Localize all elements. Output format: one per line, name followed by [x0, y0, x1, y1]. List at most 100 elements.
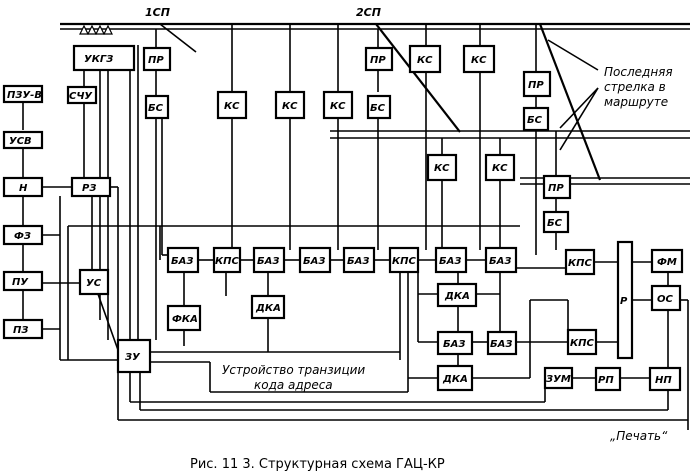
annotation-print: „Печать“	[610, 429, 668, 443]
block-fm: ФМ	[650, 248, 684, 274]
svg-text:ПР: ПР	[148, 55, 164, 66]
svg-text:БАЗ: БАЗ	[171, 256, 193, 267]
block-fka: ФКА	[166, 304, 202, 332]
switch-1sp	[159, 23, 197, 53]
svg-text:ДКА: ДКА	[442, 374, 468, 385]
svg-text:КПС: КПС	[570, 338, 595, 349]
svg-text:КС: КС	[330, 101, 346, 112]
block-r: Р	[616, 240, 634, 360]
annotation-last-switch-2: стрелка в	[604, 80, 666, 94]
svg-text:БАЗ: БАЗ	[490, 339, 512, 350]
block-baz-5: БАЗ	[434, 246, 468, 274]
block-ukgz: УКГЗ	[72, 44, 136, 72]
block-pu: ПУ	[2, 270, 44, 292]
block-pr-1: ПР	[142, 46, 172, 72]
svg-text:БС: БС	[527, 115, 543, 126]
svg-text:БАЗ: БАЗ	[489, 256, 511, 267]
svg-text:СЧУ: СЧУ	[69, 91, 93, 102]
branch-diagonal-1	[375, 23, 461, 133]
figure-caption: Рис. 11 3. Структурная схема ГАЦ-КР	[190, 457, 445, 472]
block-kps-2: КПС	[388, 246, 420, 274]
block-dka-1: ДКА	[250, 294, 286, 320]
block-rp: РП	[594, 366, 622, 392]
svg-text:ОС: ОС	[657, 294, 674, 305]
svg-text:КС: КС	[417, 55, 433, 66]
svg-text:ПЗ: ПЗ	[13, 325, 28, 336]
block-sch: СЧУ	[66, 85, 98, 105]
svg-text:КС: КС	[282, 101, 298, 112]
block-bs-1: БС	[144, 94, 170, 120]
svg-text:Р: Р	[620, 296, 628, 307]
block-ks-5: КС	[462, 44, 496, 74]
svg-text:БАЗ: БАЗ	[257, 256, 279, 267]
svg-text:ДКА: ДКА	[444, 291, 470, 302]
block-pz: ПЗ	[2, 318, 44, 340]
svg-text:ПР: ПР	[370, 55, 386, 66]
block-kps-3: КПС	[564, 248, 596, 276]
block-kps-1: КПС	[212, 246, 242, 274]
block-bs-3: БС	[522, 106, 550, 132]
block-baz-6: БАЗ	[484, 246, 518, 274]
annotation-transit-device-2: кода адреса	[254, 378, 333, 392]
block-rz: РЗ	[70, 176, 112, 198]
annotation-last-switch-1: Последняя	[604, 65, 673, 79]
svg-text:ПУ: ПУ	[12, 277, 29, 288]
svg-text:ПЗУ-В: ПЗУ-В	[7, 90, 42, 101]
svg-text:РЗ: РЗ	[82, 183, 96, 194]
svg-text:ПР: ПР	[548, 183, 564, 194]
svg-text:БС: БС	[148, 103, 164, 114]
svg-text:ФЗ: ФЗ	[14, 231, 31, 242]
svg-text:ДКА: ДКА	[255, 303, 281, 314]
svg-text:ЗУ: ЗУ	[125, 352, 141, 363]
svg-text:БАЗ: БАЗ	[303, 256, 325, 267]
svg-text:НП: НП	[655, 375, 672, 386]
block-bs-4: БС	[542, 210, 570, 234]
svg-text:БАЗ: БАЗ	[347, 256, 369, 267]
block-dka-3: ДКА	[436, 364, 474, 392]
block-zu: ЗУ	[116, 338, 152, 374]
block-bs-2: БС	[366, 94, 392, 120]
track-label-2sp: 2СП	[356, 6, 381, 19]
block-dka-2: ДКА	[436, 282, 478, 308]
block-baz-3: БАЗ	[298, 246, 332, 274]
svg-text:РП: РП	[598, 375, 614, 386]
block-ks-4: КС	[408, 44, 442, 74]
block-baz-4: БАЗ	[342, 246, 376, 274]
block-ks-2: КС	[274, 90, 306, 120]
svg-text:ФКА: ФКА	[172, 314, 198, 325]
block-pzu: ПЗУ-В	[2, 84, 44, 104]
block-ks-6: КС	[426, 153, 458, 182]
annotation-last-switch-3: маршруте	[604, 95, 668, 109]
block-ks-1: КС	[216, 90, 248, 120]
block-n: Н	[2, 176, 44, 198]
svg-text:Н: Н	[19, 183, 28, 194]
svg-text:КС: КС	[492, 163, 508, 174]
block-os: ОС	[650, 284, 682, 312]
block-pr-4: ПР	[542, 174, 572, 200]
annotation-transit-device-1: Устройство транзиции	[222, 363, 365, 377]
svg-text:ФМ: ФМ	[657, 257, 677, 268]
block-ks-3: КС	[322, 90, 354, 120]
block-baz-7: БАЗ	[436, 330, 474, 356]
svg-text:КС: КС	[224, 101, 240, 112]
block-baz-2: БАЗ	[252, 246, 286, 274]
block-ks-7: КС	[484, 153, 516, 182]
block-baz-8: БАЗ	[486, 330, 518, 356]
block-np: НП	[648, 366, 682, 392]
svg-text:БС: БС	[370, 103, 386, 114]
block-pr-2: ПР	[364, 46, 394, 72]
block-baz-1: БАЗ	[166, 246, 200, 274]
block-zum: ЗУМ	[543, 366, 574, 390]
svg-text:УСВ: УСВ	[9, 136, 32, 147]
svg-text:КПС: КПС	[215, 256, 240, 267]
svg-text:УКГЗ: УКГЗ	[84, 54, 113, 65]
block-kps-4: КПС	[566, 328, 598, 356]
branch-diagonal-2	[538, 23, 602, 181]
block-fz: ФЗ	[2, 224, 44, 246]
svg-text:БАЗ: БАЗ	[443, 339, 465, 350]
svg-text:КПС: КПС	[392, 256, 417, 267]
block-pr-3: ПР	[522, 70, 552, 98]
svg-text:КС: КС	[471, 55, 487, 66]
svg-text:ПР: ПР	[528, 80, 544, 91]
